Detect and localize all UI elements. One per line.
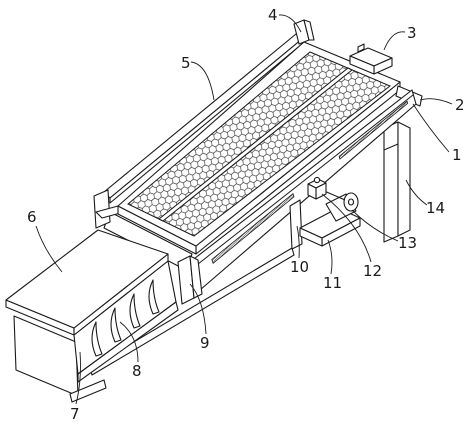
- base-foot: [69, 379, 107, 403]
- eccentric-block-left: [307, 183, 317, 200]
- end-cap-knob: [357, 43, 365, 53]
- leader-line-9: [189, 283, 207, 335]
- trough-bottom-strip: [77, 301, 179, 383]
- callout-12: 12: [363, 262, 382, 280]
- curved-blade: [129, 293, 141, 329]
- leader-line-7: [75, 351, 81, 405]
- leader-line-10: [296, 225, 300, 259]
- end-cap-block: [349, 43, 393, 75]
- rail-end-block: [93, 189, 125, 229]
- curved-blade: [148, 279, 160, 315]
- callout-11: 11: [323, 274, 342, 292]
- callout-8: 8: [132, 362, 142, 380]
- callout-3: 3: [407, 24, 417, 42]
- leader-line-6: [35, 225, 63, 273]
- callout-2: 2: [455, 96, 465, 114]
- leader-line-11: [327, 239, 333, 275]
- callout-1: 1: [452, 146, 462, 164]
- eccentric-knob: [313, 176, 321, 184]
- callout-13: 13: [398, 234, 417, 252]
- side-beam-top-edge: [192, 94, 414, 269]
- leader-line-3: [383, 31, 406, 51]
- leader-line-4: [278, 14, 302, 33]
- callout-7: 7: [70, 405, 80, 423]
- support-leg-side-face: [397, 121, 411, 237]
- leader-line-1: [412, 103, 450, 153]
- leader-line-14: [405, 179, 428, 206]
- base-plate-left: [299, 227, 323, 247]
- leader-line-13: [351, 209, 399, 242]
- mesh-divider-bar: [158, 67, 353, 222]
- curved-blade: [110, 307, 122, 343]
- reference-numerals: 4 3 5 2 1 6 14 13 10 11 12 9 8 7: [27, 6, 465, 423]
- curved-blade: [91, 321, 103, 357]
- leader-line-8: [119, 321, 139, 363]
- end-post-side: [303, 19, 315, 41]
- leader-line-2: [419, 98, 453, 105]
- leader-lines: [35, 14, 453, 405]
- motor-shaft-hub: [347, 198, 355, 206]
- callout-4: 4: [268, 6, 278, 24]
- support-leg: [383, 121, 411, 243]
- callout-6: 6: [27, 208, 37, 226]
- groove-slot-right: [338, 100, 409, 160]
- side-beam: [189, 89, 417, 291]
- feed-plate-top: [5, 229, 169, 329]
- callout-5: 5: [181, 54, 191, 72]
- screen-frame: [117, 41, 401, 255]
- callout-10: 10: [290, 258, 309, 276]
- rail-end-block-face: [93, 189, 111, 229]
- groove-slot-left: [211, 193, 295, 264]
- support-leg-band: [383, 143, 399, 151]
- leader-line-5: [190, 61, 215, 101]
- leader-line-12: [321, 193, 372, 263]
- mounting-bracket: [289, 199, 303, 250]
- end-cap-left: [349, 55, 375, 75]
- callout-14: 14: [426, 199, 445, 217]
- callout-9: 9: [200, 334, 210, 352]
- support-leg-front-face: [383, 121, 399, 243]
- feed-plate: [5, 229, 169, 336]
